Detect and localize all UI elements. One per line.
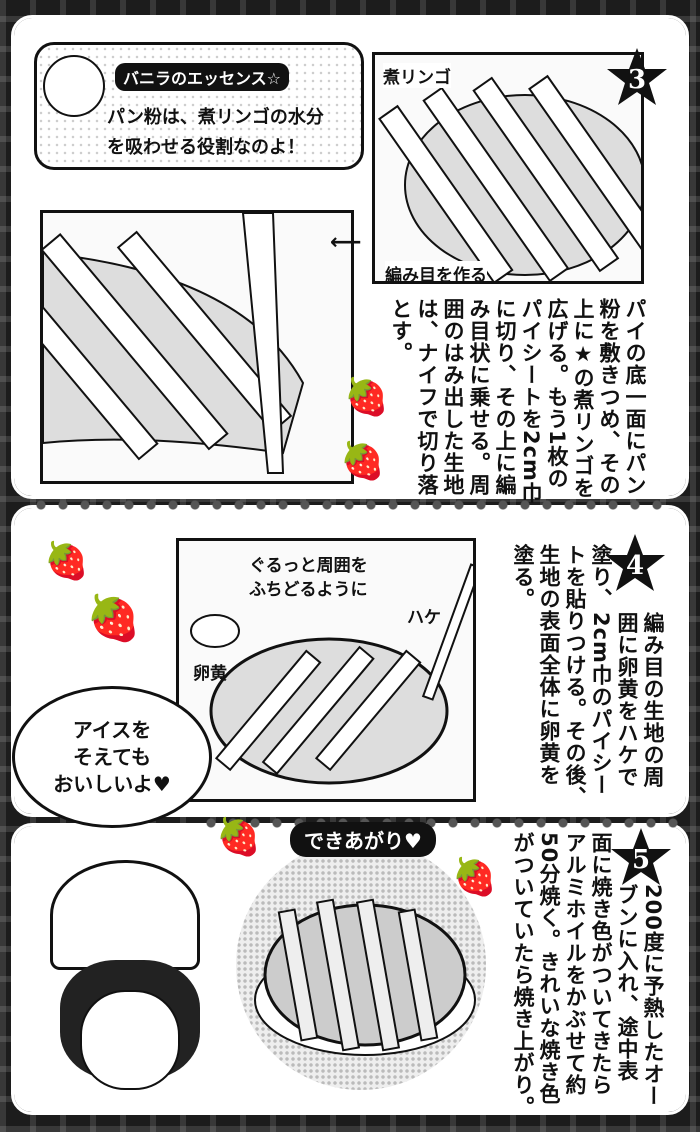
illustration-apple-lattice: 煮リンゴ 編み目を作る xyxy=(372,52,644,284)
step-4-star: 4 xyxy=(604,532,666,594)
step3-text: 囲のはみ出した生地 xyxy=(441,298,465,496)
speech-line: アイスを xyxy=(72,717,152,742)
caption: ぐるっと周囲を xyxy=(249,556,368,576)
label-make-lattice: 編み目を作る xyxy=(385,261,487,281)
step4-text: 囲に卵黄をハケで xyxy=(615,612,639,788)
divider-dots xyxy=(200,818,680,828)
label-yolk: 卵黄 xyxy=(193,664,227,684)
step4-text: 塗る。 xyxy=(511,544,535,610)
step4-text: 編み目の生地の周 xyxy=(641,612,665,788)
step3-text: み目状に乗せる。周 xyxy=(467,298,491,496)
step3-text: とす。 xyxy=(389,298,413,364)
knife-trim-drawing xyxy=(43,213,305,474)
tip-line: を吸わせる役割なのよ！ xyxy=(107,137,305,158)
step3-text: 広げる。もう1枚の xyxy=(545,298,569,490)
knife-icon xyxy=(241,213,285,474)
step-5-star: 5 xyxy=(610,826,672,888)
speech-line: おいしいよ♥ xyxy=(53,771,171,796)
step5-text: 50分焼く。きれいな焼き色 xyxy=(537,832,561,1106)
illustration-egg-wash: ぐるっと周囲を ふちどるように ハケ 卵黄 xyxy=(176,538,476,802)
yolk-bowl-icon xyxy=(190,614,240,648)
lattice-drawing xyxy=(378,74,641,281)
done-label: できあがり♥ xyxy=(290,822,436,857)
step4-text: トを貼りつける。その後、 xyxy=(563,544,587,808)
step3-text: パイの底一面にパン xyxy=(623,298,647,496)
step-3-star: 3 xyxy=(606,46,668,108)
label-stewed-apple: 煮リンゴ xyxy=(383,63,451,88)
label-brush: ハケ xyxy=(407,608,441,628)
step3-text: に切り、その上に編 xyxy=(493,298,517,496)
brush-icon xyxy=(421,563,473,701)
step3-text: 粉を敷きつめ、その xyxy=(597,298,621,496)
arrow-left-icon: ⟵ xyxy=(330,230,362,255)
chef-hat xyxy=(50,860,200,970)
pie-brush-drawing xyxy=(190,563,473,785)
step5-text: がついていたら焼き上がり。 xyxy=(511,832,535,1118)
caption: ふちどるように xyxy=(249,580,368,600)
step5-text: 200度に予熱したオー xyxy=(641,884,665,1107)
strawberry-icon: 🍓 xyxy=(44,541,89,582)
step5-text: アルミホイルをかぶせて約 xyxy=(563,832,587,1096)
speech-bubble: アイスを そえても おいしいよ♥ xyxy=(12,686,212,828)
illustration-cutting-edges xyxy=(40,210,354,484)
chef-girl-illustration xyxy=(30,860,230,1120)
finished-pie-drawing xyxy=(254,898,476,1056)
tip-box: バニラのエッセンス☆ パン粉は、煮リンゴの水分 を吸わせる役割なのよ！ xyxy=(34,42,364,170)
step3-text: パイシートを2cm巾 xyxy=(519,298,543,504)
tip-line: パン粉は、煮リンゴの水分 xyxy=(107,107,324,128)
strawberry-icon: 🍓 xyxy=(216,817,261,858)
step3-text: は、ナイフで切り落 xyxy=(415,298,439,496)
step3-text: 上に★の煮リンゴを xyxy=(571,298,595,499)
step4-text: 生地の表面全体に卵黄を xyxy=(537,544,561,786)
vanilla-avatar xyxy=(43,55,105,117)
step5-text: 面に焼き色がついてきたら xyxy=(589,832,613,1096)
tip-title: バニラのエッセンス☆ xyxy=(115,63,290,91)
divider-dots xyxy=(30,500,670,510)
strawberry-icon: 🍓 xyxy=(340,441,385,482)
step5-text: ブンに入れ、途中表 xyxy=(615,884,639,1082)
face xyxy=(80,990,180,1090)
strawberry-icon: 🍓 xyxy=(344,377,389,418)
strawberry-icon: 🍓 xyxy=(452,857,497,898)
step4-text: 塗り、 xyxy=(589,544,613,610)
step4-text: 2cm巾のパイシー xyxy=(589,612,613,796)
speech-line: そえても xyxy=(73,744,151,769)
strawberry-icon: 🍓 xyxy=(86,593,141,644)
